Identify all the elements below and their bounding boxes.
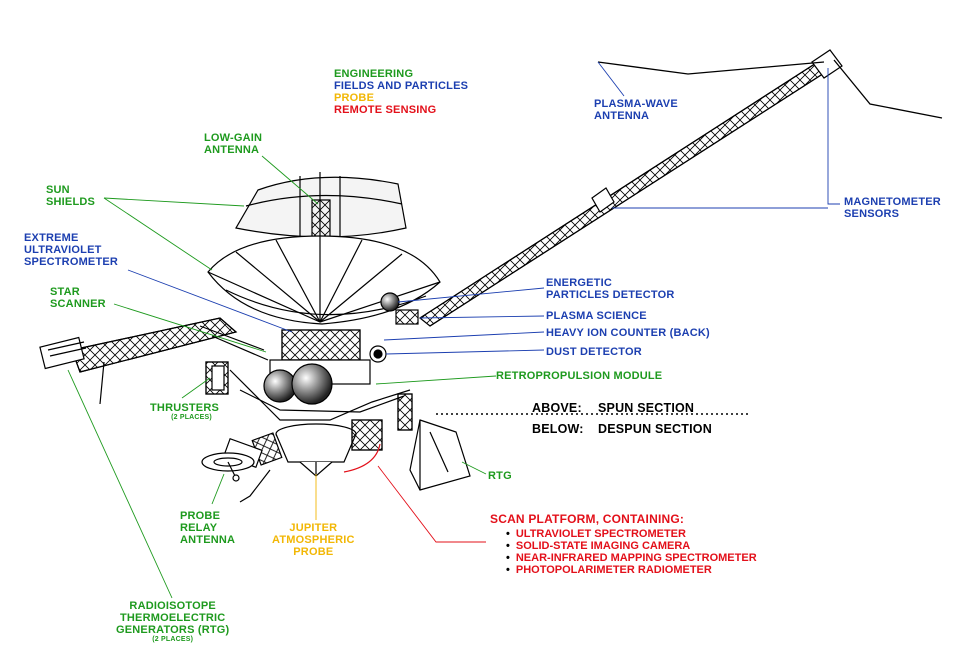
scan-platform-list: •ULTRAVIOLET SPECTROMETER •SOLID-STATE I…: [506, 528, 757, 576]
leader-lines: [67, 61, 840, 599]
legend-remote-sensing: REMOTE SENSING: [334, 104, 437, 116]
section-below-label: BELOW:: [532, 422, 584, 436]
section-above: ABOVE: SPUN SECTION: [532, 400, 694, 416]
label-dust-detector: DUST DETECTOR: [546, 346, 642, 358]
rtg-boom-left: [39, 317, 269, 405]
label-magnetometer-sensors: MAGNETOMETER SENSORS: [844, 196, 941, 220]
spacecraft-drawing: [39, 49, 943, 503]
label-low-gain-antenna: LOW-GAIN ANTENNA: [204, 132, 263, 156]
scan-item: •PHOTOPOLARIMETER RADIOMETER: [506, 564, 712, 576]
label-retropropulsion-module: RETROPROPULSION MODULE: [496, 370, 663, 382]
label-plasma-wave-antenna: PLASMA-WAVE ANTENNA: [594, 98, 678, 122]
section-spun-label: SPUN SECTION: [598, 401, 695, 415]
scan-item: •ULTRAVIOLET SPECTROMETER: [506, 528, 686, 540]
rtg-right: [397, 393, 471, 491]
legend-fields-particles: FIELDS AND PARTICLES: [334, 80, 469, 92]
magnetometer-boom: [418, 49, 843, 327]
legend: ENGINEERING FIELDS AND PARTICLES PROBE R…: [334, 68, 468, 116]
label-probe-relay-antenna: PROBE RELAY ANTENNA: [180, 510, 236, 546]
label-jupiter-atmospheric-probe: JUPITER ATMOSPHERIC PROBE: [272, 522, 355, 558]
label-rtg: RTG: [488, 470, 512, 482]
label-plasma-science: PLASMA SCIENCE: [546, 310, 647, 322]
section-above-label: ABOVE:: [532, 401, 582, 415]
scan-platform-title: SCAN PLATFORM, CONTAINING:: [490, 512, 685, 526]
scan-item: •SOLID-STATE IMAGING CAMERA: [506, 540, 691, 552]
legend-probe: PROBE: [334, 92, 375, 104]
label-heavy-ion-counter: HEAVY ION COUNTER (BACK): [546, 327, 710, 339]
label-sun-shields: SUN SHIELDS: [46, 184, 96, 208]
probe-relay-antenna: [201, 452, 255, 482]
legend-engineering: ENGINEERING: [334, 68, 414, 80]
label-euv-spectrometer: EXTREME ULTRAVIOLET SPECTROMETER: [24, 232, 119, 268]
scan-item: •NEAR-INFRARED MAPPING SPECTROMETER: [506, 552, 757, 564]
label-thrusters: THRUSTERS (2 PLACES): [150, 402, 220, 421]
section-despun-label: DESPUN SECTION: [598, 422, 712, 436]
label-energetic-particles-detector: ENERGETIC PARTICLES DETECTOR: [546, 277, 675, 301]
atmospheric-probe: [275, 423, 357, 477]
label-star-scanner: STAR SCANNER: [50, 286, 106, 310]
plasma-wave-antenna: [597, 61, 825, 75]
label-rtg-full: RADIOISOTOPE THERMOELECTRIC GENERATORS (…: [116, 600, 230, 643]
section-below: BELOW: DESPUN SECTION: [532, 421, 712, 437]
low-gain-antenna: [235, 172, 407, 241]
